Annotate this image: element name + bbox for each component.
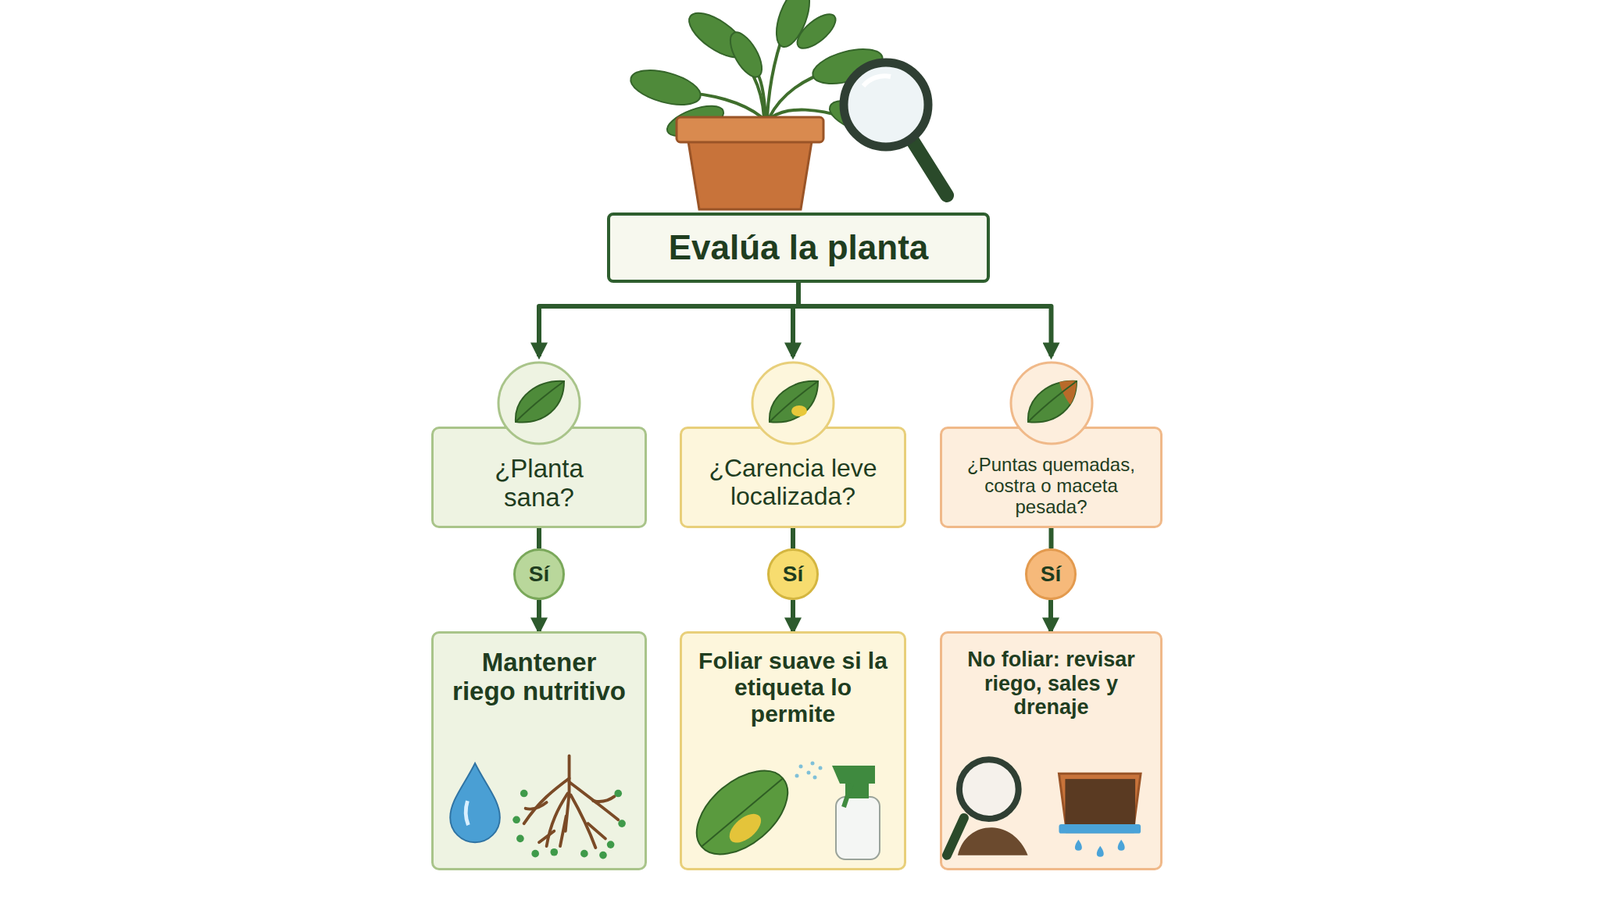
root-line <box>546 793 568 847</box>
mist-dot <box>813 775 818 780</box>
leaf-midrib <box>701 778 783 847</box>
node-label: ¿Planta sana? <box>472 453 606 513</box>
answer-circle: Sí <box>513 548 565 600</box>
nutrient-dot <box>531 850 540 858</box>
root-line <box>592 796 615 802</box>
flow-connector <box>798 282 1052 357</box>
node-label: Evalúa la planta <box>668 228 929 268</box>
leaf <box>1027 380 1076 422</box>
root-line <box>571 794 597 847</box>
node-label: Mantener riego nutritivo <box>448 647 630 707</box>
magnifier-lens <box>959 759 1019 819</box>
leaf-icon <box>496 360 583 447</box>
node-label: ¿Puntas quemadas, costra o maceta pesada… <box>946 453 1157 518</box>
start-box: Evalúa la planta <box>607 212 990 283</box>
leaf-midrib <box>769 381 818 422</box>
pot <box>1058 773 1141 833</box>
leaf-icon <box>750 360 836 447</box>
leaf <box>769 381 818 423</box>
leaf-blade <box>682 754 804 864</box>
answer-circle: Sí <box>1025 548 1077 600</box>
mist-dot <box>799 764 804 769</box>
root-line <box>569 782 619 820</box>
action-box: Mantener riego nutritivo <box>431 631 647 871</box>
flow-connector <box>790 528 796 549</box>
question-box: ¿Planta sana? <box>431 426 647 529</box>
answer-label: Sí <box>1040 561 1061 587</box>
answer-label: Sí <box>782 561 804 587</box>
question-box: ¿Puntas quemadas, costra o maceta pesada… <box>939 426 1163 529</box>
icon-ring <box>1010 362 1093 444</box>
flow-connector <box>1048 600 1054 632</box>
nutrient-dot <box>617 819 626 828</box>
node-label: No foliar: revisar riego, sales y drenaj… <box>946 647 1157 720</box>
nutrient-dot <box>614 789 622 798</box>
mist-dot <box>807 771 811 775</box>
pot-soil <box>1064 778 1136 828</box>
root-line <box>560 815 567 847</box>
nutrient-dot <box>550 848 558 857</box>
nutrient-dot <box>599 851 608 860</box>
water-tray <box>1058 824 1141 834</box>
action-box: No foliar: revisar riego, sales y drenaj… <box>939 631 1163 871</box>
icon-ring <box>498 362 580 444</box>
water-drop <box>450 763 500 843</box>
leaf <box>682 754 804 864</box>
action-illustration <box>433 746 645 864</box>
answer-circle: Sí <box>767 548 819 600</box>
question-box: ¿Carencia leve localizada? <box>679 426 907 529</box>
flow-connector <box>536 600 542 632</box>
nutrient-dot <box>607 840 615 849</box>
mist-dot <box>818 766 823 771</box>
icon-ring <box>752 362 834 444</box>
node-label: ¿Carencia leve localizada? <box>690 453 896 511</box>
nutrient-dot <box>520 789 529 798</box>
yellow-spot <box>791 405 808 417</box>
leaf-blade <box>515 381 565 423</box>
water-drip <box>1075 839 1083 851</box>
node-label: Foliar suave si la etiqueta lo permite <box>690 647 896 728</box>
leaf-midrib <box>515 381 565 422</box>
nutrient-dot <box>580 850 589 858</box>
magnifier-icon <box>843 62 947 196</box>
water-drip <box>1117 839 1125 851</box>
action-illustration <box>682 746 904 864</box>
water-drip <box>1096 846 1104 858</box>
drop-shine <box>465 800 468 825</box>
action-box: Foliar suave si la etiqueta lo permite <box>679 631 907 871</box>
root-line <box>525 802 547 809</box>
flow-connector <box>536 528 542 549</box>
spray-head <box>832 765 875 784</box>
leaf-icon <box>1008 360 1095 447</box>
nutrient-dot <box>516 835 525 843</box>
flow-connector <box>790 600 796 632</box>
leaf-midrib <box>1028 381 1077 422</box>
flow-connector <box>1049 528 1054 549</box>
mist-dot <box>810 761 815 766</box>
spray-trigger <box>843 783 852 808</box>
root-line <box>588 823 606 839</box>
flow-connector <box>539 282 799 357</box>
root-line <box>539 831 554 843</box>
soil-pile <box>957 827 1029 856</box>
leaf-blade <box>1027 381 1076 423</box>
leaf-blade <box>769 381 818 423</box>
yellow-spot <box>724 808 766 849</box>
leaf <box>515 381 565 423</box>
mist-dot <box>795 774 800 779</box>
answer-label: Sí <box>528 561 550 587</box>
action-illustration <box>942 746 1161 864</box>
nutrient-dot <box>512 815 521 824</box>
roots <box>524 755 619 848</box>
magnifier-handle <box>946 817 965 856</box>
